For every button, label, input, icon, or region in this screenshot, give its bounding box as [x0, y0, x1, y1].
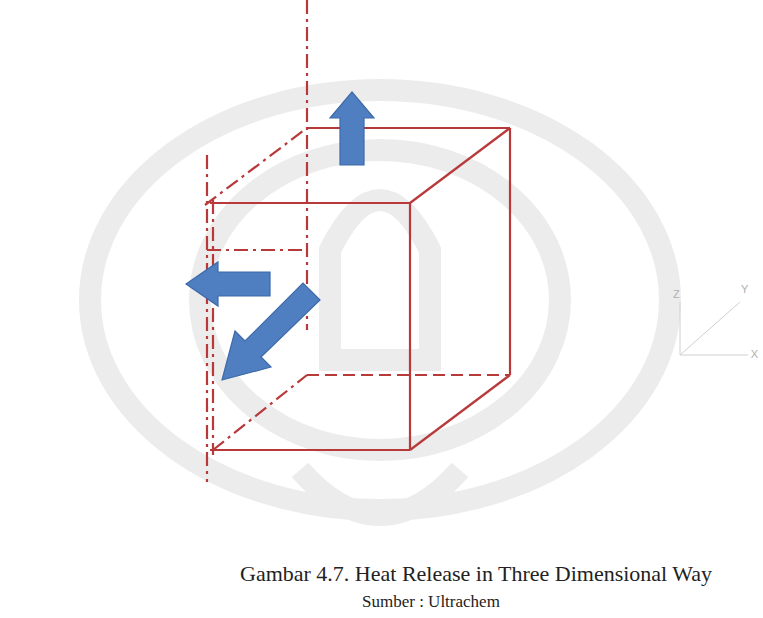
figure-caption: Gambar 4.7. Heat Release in Three Dimens…: [240, 561, 712, 586]
axis-label: X: [751, 348, 758, 361]
axis-label: Z: [673, 288, 680, 301]
axis-triad: [680, 302, 748, 355]
watermark: [90, 90, 670, 515]
source-note: Sumber : Ultrachem: [362, 592, 500, 612]
cube: [205, 0, 510, 482]
axis-label: Y: [741, 283, 748, 296]
heat-arrows: [186, 92, 374, 380]
